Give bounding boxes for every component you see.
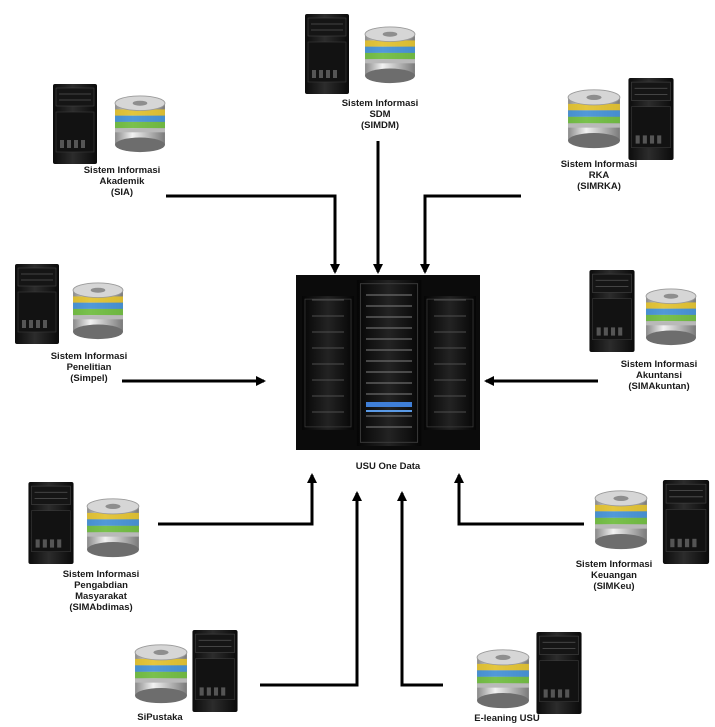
server-icon bbox=[662, 480, 710, 564]
elearning-icons bbox=[476, 632, 583, 714]
center-label: USU One Data bbox=[355, 461, 421, 472]
datacenter-icon bbox=[296, 275, 480, 450]
server-icon bbox=[191, 630, 239, 712]
database-icon bbox=[476, 649, 530, 709]
label-simakuntan: Sistem Informasi Akuntansi (SIMAkuntan) bbox=[620, 359, 698, 392]
arrows bbox=[122, 141, 598, 687]
server-icon bbox=[52, 84, 98, 164]
simabdimas-icons bbox=[27, 482, 140, 564]
label-sia: Sistem Informasi Akademik (SIA) bbox=[83, 165, 161, 198]
simpel-icons bbox=[14, 264, 124, 344]
label-elearning: E-leaning USU bbox=[474, 713, 540, 724]
label-sipustaka: SiPustaka bbox=[137, 712, 183, 723]
server-icon bbox=[535, 632, 583, 714]
sia-icons bbox=[52, 84, 166, 164]
database-icon bbox=[86, 498, 140, 558]
database-icon bbox=[567, 89, 621, 149]
sipustaka-icons bbox=[134, 630, 239, 712]
server-icon bbox=[627, 78, 675, 160]
arrow-simkeu bbox=[454, 473, 584, 526]
arrow-simrka bbox=[420, 194, 521, 274]
database-icon bbox=[594, 490, 648, 550]
label-simrka: Sistem Informasi RKA (SIMRKA) bbox=[560, 159, 638, 192]
simakuntan-icons bbox=[588, 270, 697, 352]
database-icon bbox=[114, 95, 166, 153]
server-icon bbox=[27, 482, 75, 564]
simkeu-icons bbox=[594, 480, 710, 564]
database-icon bbox=[134, 644, 188, 704]
simrka-icons bbox=[567, 78, 675, 160]
simdm-icons bbox=[304, 14, 416, 94]
database-icon bbox=[645, 288, 697, 346]
label-simabdimas: Sistem Informasi Pengabdian Masyarakat (… bbox=[62, 569, 140, 613]
server-icon bbox=[304, 14, 350, 94]
arrow-sia bbox=[166, 194, 340, 274]
label-simdm: Sistem Informasi SDM (SIMDM) bbox=[341, 98, 419, 131]
label-simkeu: Sistem Informasi Keuangan (SIMKeu) bbox=[575, 559, 653, 592]
server-icon bbox=[588, 270, 636, 352]
database-icon bbox=[72, 282, 124, 340]
arrow-sipustaka bbox=[260, 491, 362, 687]
label-simpel: Sistem Informasi Penelitian (Simpel) bbox=[50, 351, 128, 384]
server-icon bbox=[14, 264, 60, 344]
arrow-simabdimas bbox=[158, 473, 317, 526]
arrow-elearning bbox=[397, 491, 443, 687]
database-icon bbox=[364, 26, 416, 84]
